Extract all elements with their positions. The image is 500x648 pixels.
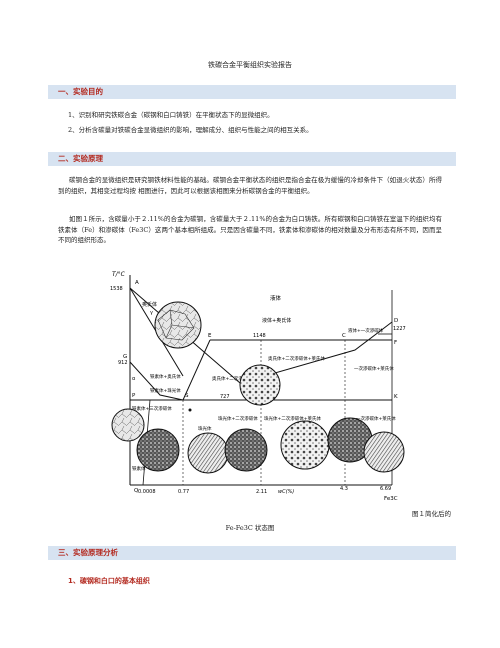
region-liquid: 液体	[270, 294, 282, 302]
acm-line	[182, 339, 211, 401]
micrograph-austenite	[154, 301, 202, 349]
region-pearlite: 珠光体	[198, 425, 212, 432]
region-aus-sec-cem: 奥氏体+二次渗碳体	[212, 375, 252, 382]
section-heading-analysis: 三、实验原理分析	[48, 546, 456, 560]
axis-x-label: wC(%)	[278, 489, 294, 495]
section-heading-purpose: 一、实验目的	[48, 85, 456, 99]
point-q: Q	[134, 488, 139, 494]
temp-727: 727	[220, 394, 230, 400]
principle-paragraph-2: 如图１所示，含碳量小于２.11%的合金为碳钢，含碳量大于２.11%的合金为白口铸…	[58, 215, 442, 244]
temp-1227: 1227	[393, 326, 406, 332]
fe3c-label: Fe3C	[384, 496, 398, 502]
x-tick-43: 4.3	[340, 486, 348, 492]
region-liquid-austenite: 液体+奥氏体	[262, 317, 291, 324]
purpose-item-2: 2、分析含碳量对铁碳合金显微组织的影响，理解成分、组织与性能之间的相互关系。	[68, 126, 313, 134]
temp-1148: 1148	[253, 333, 266, 339]
x-tick-669: 6.69	[380, 486, 391, 492]
region-pri-cem-led: 一次渗碳体+莱氏体	[354, 365, 394, 372]
region-ferrite-cementite: 铁素体+三次渗碳体	[132, 405, 172, 412]
point-e: E	[208, 333, 212, 339]
point-s: S	[185, 393, 189, 399]
section-heading-principle: 二、实验原理	[48, 152, 456, 166]
figure-caption-center: Fe-Fe3C 状态图	[225, 524, 275, 532]
x-tick-211: 2.11	[256, 489, 267, 495]
micrograph-pearlite	[187, 432, 229, 474]
point-f: F	[394, 340, 397, 346]
point-k: K	[394, 394, 398, 400]
region-liquid-cementite: 液体+一次渗碳体	[348, 327, 384, 334]
point-marker-s	[188, 408, 192, 412]
report-title: 铁碳合金平衡组织实验报告	[208, 61, 292, 69]
x-tick-0008: 0.0008	[138, 489, 156, 495]
micrograph-ferrite-pearlite	[136, 428, 180, 472]
region-pearlite-sec-cem: 珠光体+二次渗碳体	[218, 415, 258, 422]
point-p: P	[132, 393, 136, 399]
region-pearlite-sec-cem-led: 珠光体+二次渗碳体+莱氏体	[264, 415, 322, 422]
micrograph-austenite-ledeburite	[239, 364, 281, 406]
region-alpha: α	[132, 376, 136, 382]
micrograph-ferrite	[111, 408, 145, 442]
temp-912: 912	[118, 360, 128, 366]
region-ferrite: 铁素体	[132, 465, 146, 472]
fe-fe3c-diagram: 1538 T/°C 912 1227 1148 727 A D G E C F …	[110, 270, 410, 502]
region-aus-sec-ledeburite: 奥氏体+二次渗碳体+莱氏体	[268, 355, 326, 362]
point-d: D	[394, 318, 398, 324]
micrograph-hypoeutectic-iron	[280, 420, 330, 470]
micrograph-pearlite-sec-cem	[224, 428, 268, 472]
x-tick-077: 0.77	[178, 489, 189, 495]
subheading-basic-structure: 1、碳钢和白口的基本组织	[68, 577, 150, 585]
figure-caption-right: 图１简化后的	[412, 510, 451, 518]
purpose-item-1: 1、识别和研究铁碳合金（碳钢和白口铸铁）在平衡状态下的显微组织。	[68, 111, 274, 119]
region-pri-cem-led-low: 一次渗碳体+莱氏体	[356, 415, 396, 422]
micrograph-austenite-grains	[157, 309, 195, 341]
a3-line	[129, 361, 184, 401]
region-ferrite-austenite: 铁素体+奥氏体	[150, 373, 181, 380]
region-austenite: 奥氏体	[142, 301, 157, 308]
region-gamma: γ	[150, 310, 153, 316]
point-c: C	[342, 333, 346, 339]
principle-paragraph-1: 碳钢合金的显微组织是研究钢铁材料性能的基础。碳钢合金平衡状态的组织是指合金在极为…	[58, 176, 442, 195]
point-g: G	[123, 354, 127, 360]
micrograph-hypereutectic-iron	[363, 431, 405, 473]
temp-1538: 1538	[110, 286, 123, 292]
point-a: A	[135, 280, 139, 286]
region-ferrite-pearlite: 铁素体+珠光体	[150, 387, 181, 394]
axis-y-label: T/°C	[112, 271, 126, 278]
